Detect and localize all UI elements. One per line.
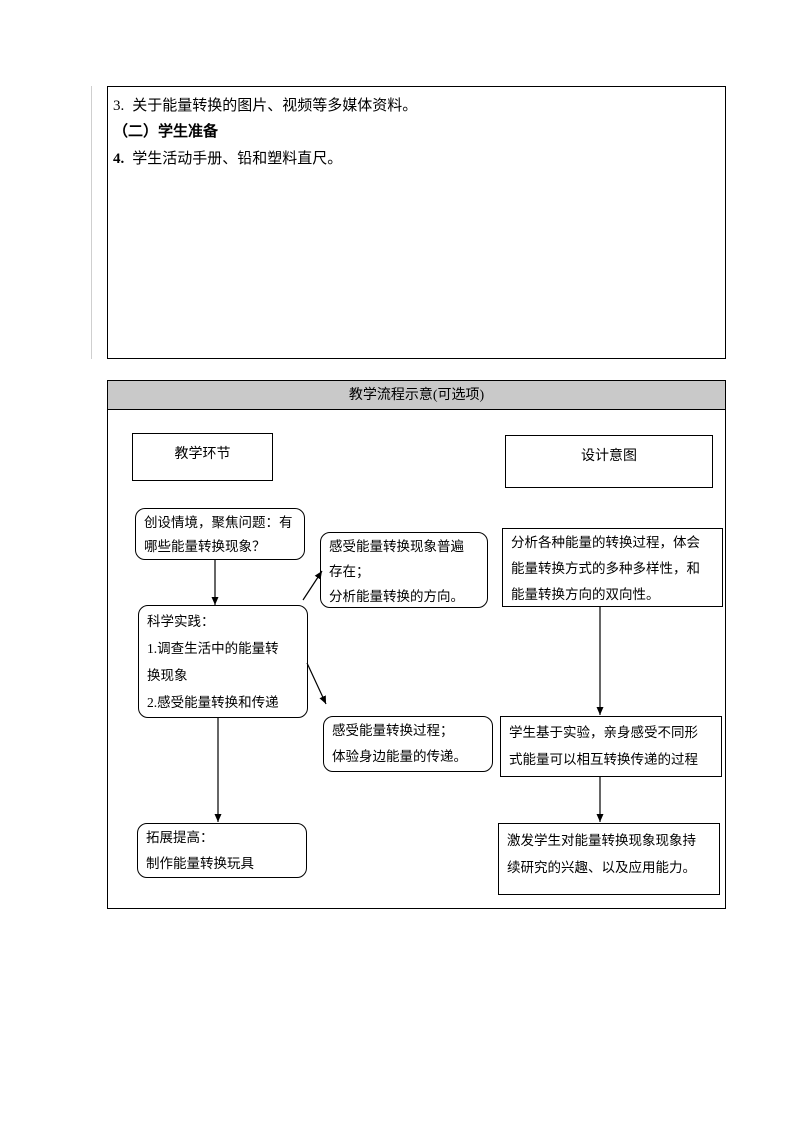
flowchart-title-bar: 教学流程示意(可选项) [108, 381, 725, 410]
prep-item-4: 4. 学生活动手册、铅和塑料直尺。 [113, 149, 721, 169]
node-science-practice: 科学实践： 1.调查生活中的能量转 换现象 2.感受能量转换和传递 [138, 605, 308, 718]
prep-item-4-text: 学生活动手册、铅和塑料直尺。 [132, 151, 343, 167]
node-intent-analyze-conversion: 分析各种能量的转换过程，体会 能量转换方式的多种多样性，和 能量转换方向的双向性… [502, 528, 723, 607]
node-extend-improve: 拓展提高： 制作能量转换玩具 [137, 823, 307, 878]
column-header-design-intent: 设计意图 [505, 435, 713, 488]
teaching-flowchart: 教学流程示意(可选项) 教学环节 设计意图 创设情境，聚焦问题：有 哪些能量转换… [107, 380, 726, 909]
student-prep-heading: （二）学生准备 [113, 124, 219, 140]
node-intent-stimulate-interest: 激发学生对能量转换现象现象持 续研究的兴趣、以及应用能力。 [498, 823, 720, 895]
node-feel-conversion-process: 感受能量转换过程； 体验身边能量的传递。 [323, 716, 493, 772]
prep-item-3-text: 关于能量转换的图片、视频等多媒体资料。 [132, 98, 418, 114]
prep-item-3: 3. 关于能量转换的图片、视频等多媒体资料。 [113, 96, 721, 116]
node-create-situation: 创设情境，聚焦问题：有 哪些能量转换现象？ [135, 508, 305, 560]
table-gridline [91, 86, 92, 359]
column-header-teaching-steps: 教学环节 [132, 433, 273, 481]
prep-item-3-number: 3. [113, 98, 125, 114]
node-intent-experiment: 学生基于实验，亲身感受不同形 式能量可以相互转换传递的过程 [500, 716, 722, 777]
node-feel-conversion-common: 感受能量转换现象普遍 存在； 分析能量转换的方向。 [320, 532, 488, 608]
preparation-section: 3. 关于能量转换的图片、视频等多媒体资料。 （二）学生准备 4. 学生活动手册、铅… [107, 86, 726, 359]
arrow-to-feel-process [306, 662, 327, 705]
prep-item-4-number: 4. [113, 151, 125, 167]
